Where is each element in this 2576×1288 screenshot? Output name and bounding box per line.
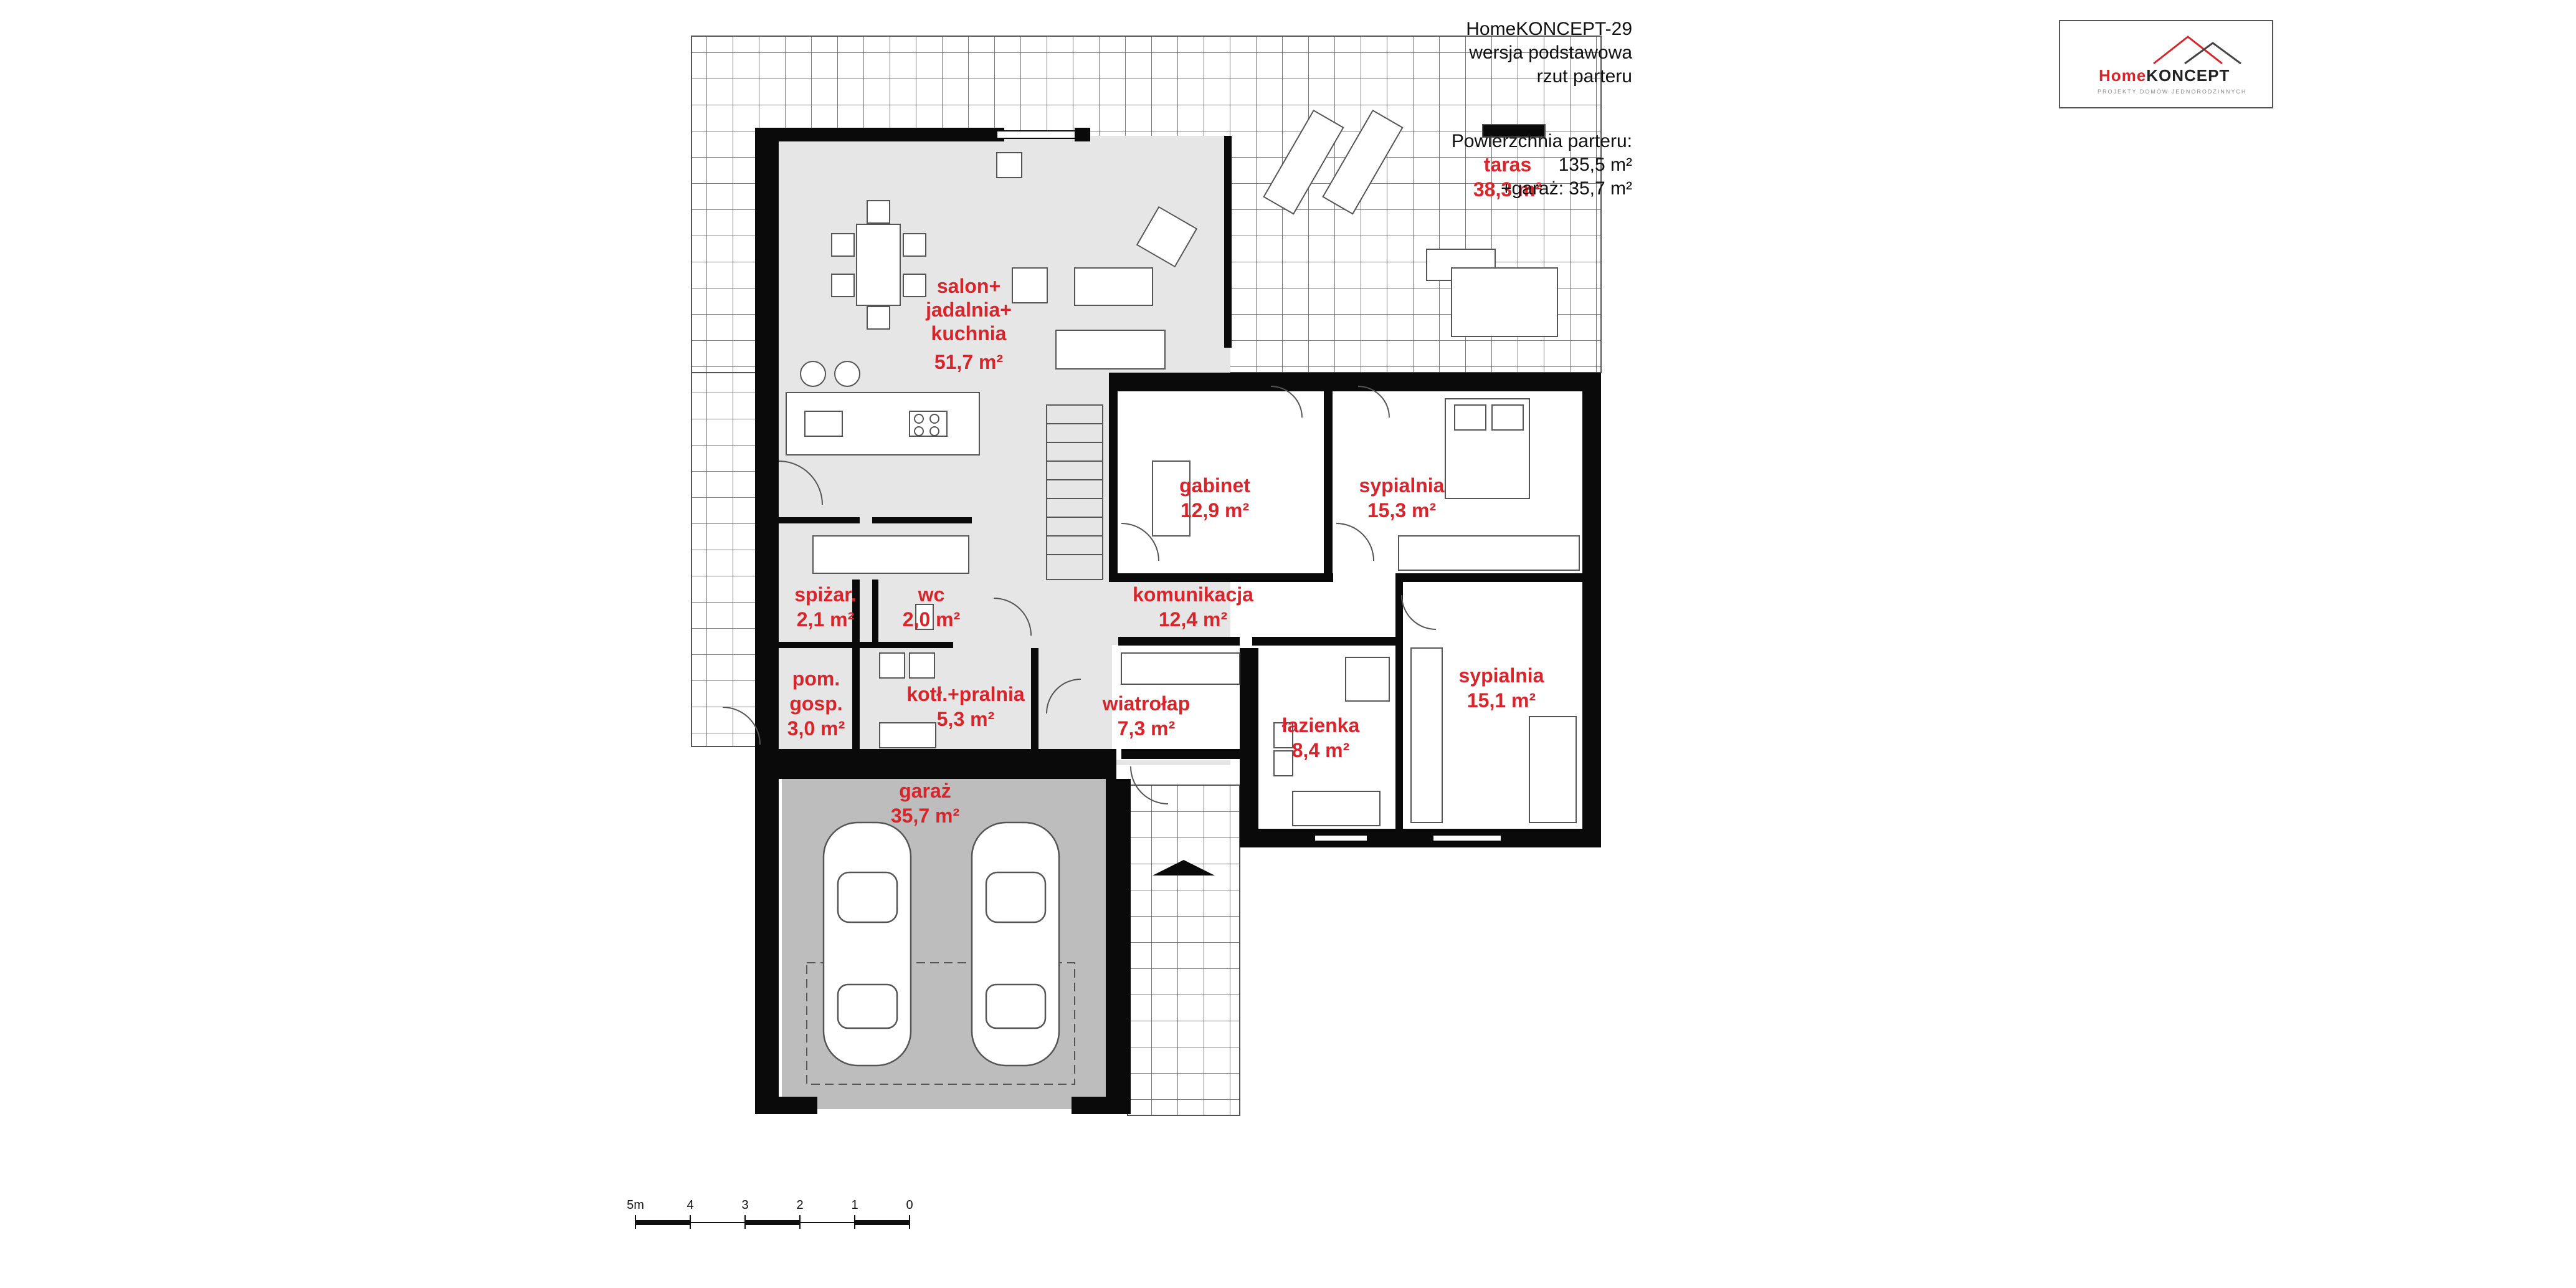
window	[996, 130, 1076, 139]
room-wiatrolap-area: 7,3 m²	[1118, 717, 1175, 740]
room-salon-area: 51,7 m²	[934, 351, 1003, 373]
terrace-furniture	[1263, 109, 1558, 337]
scale-bar	[635, 1215, 910, 1229]
project-name: HomeKONCEPT-29	[1466, 19, 1632, 39]
room-sypialnia2-name: sypialnia	[1459, 664, 1544, 687]
logo-subtitle: PROJEKTY DOMÓW JEDNORODZINNYCH	[2098, 88, 2247, 95]
scale-tick-3: 3	[741, 1198, 748, 1212]
room-garaz-name: garaż	[899, 780, 951, 802]
room-sypialnia2-area: 15,1 m²	[1467, 689, 1536, 712]
project-version: wersja podstawowa	[1469, 42, 1632, 63]
room-gabinet-area: 12,9 m²	[1181, 499, 1249, 522]
living-room-furniture	[800, 152, 1198, 387]
room-taras-name: taras	[1484, 153, 1532, 176]
room-wc-area: 2,0 m²	[903, 608, 960, 631]
room-komunikacja-area: 12,4 m²	[1159, 608, 1227, 631]
entrance-paving	[1127, 785, 1240, 1116]
walls	[755, 128, 1601, 1114]
left-paving	[691, 372, 761, 747]
entrance-arrow-icon	[1153, 860, 1215, 875]
window	[1432, 834, 1502, 842]
car-icon	[822, 821, 912, 1067]
window	[1314, 834, 1368, 842]
room-taras-area: 38,3 m²	[1473, 178, 1542, 201]
scale-tick-5: 5m	[627, 1198, 644, 1212]
room-kotlownia-name: kotł.+pralnia	[906, 683, 1025, 705]
room-gabinet-name: gabinet	[1179, 474, 1250, 497]
drawing-name: rzut parteru	[1536, 66, 1632, 87]
title-block: HomeKONCEPT-29 wersja podstawowa rzut pa…	[1466, 17, 1632, 88]
room-pomgosp-line1: pom.	[792, 667, 840, 690]
scale-tick-4: 4	[687, 1198, 693, 1212]
car-icon	[971, 821, 1060, 1067]
door-swings	[722, 386, 1437, 804]
area-label: Powierzchnia parteru:	[1451, 131, 1632, 151]
area-summary: Powierzchnia parteru: 135,5 m² +garaż: 3…	[1452, 130, 1632, 201]
room-lazienka-area: 8,4 m²	[1292, 739, 1349, 761]
room-sypialnia1-name: sypialnia	[1359, 474, 1445, 497]
logo-main: KONCEPT	[2146, 66, 2230, 85]
room-salon-line1: salon+	[937, 275, 1000, 297]
roof-icon	[2153, 36, 2241, 65]
room-wc-name: wc	[918, 583, 945, 606]
room-kotlownia-area: 5,3 m²	[937, 708, 994, 730]
bedroom-furniture	[1152, 398, 1580, 823]
room-sypialnia1-area: 15,3 m²	[1367, 499, 1436, 522]
room-salon-line3: kuchnia	[931, 322, 1007, 345]
room-pomgosp-line2: gosp.	[789, 692, 842, 715]
area-ground-floor: 135,5 m²	[1558, 155, 1632, 175]
bathroom-fixtures	[915, 604, 1390, 826]
kitchen-counter	[786, 392, 980, 574]
room-lazienka-name: łazienka	[1282, 714, 1360, 737]
scale-tick-0: 0	[906, 1198, 913, 1212]
room-wiatrolap-name: wiatrołap	[1102, 692, 1190, 715]
room-garaz-area: 35,7 m²	[891, 804, 959, 827]
room-spizarnia-area: 2,1 m²	[797, 608, 854, 631]
dining-set	[831, 200, 926, 330]
room-komunikacja-name: komunikacja	[1133, 583, 1253, 606]
logo-wordmark: HomeKONCEPT	[2099, 66, 2230, 85]
logo: HomeKONCEPT PROJEKTY DOMÓW JEDNORODZINNY…	[2059, 20, 2273, 108]
room-salon-line2: jadalnia+	[925, 298, 1012, 321]
area-garage: +garaż: 35,7 m²	[1501, 178, 1632, 199]
gabinet-floor	[1112, 391, 1324, 581]
room-spizarnia-name: spiżar.	[794, 583, 857, 606]
room-pomgosp-area: 3,0 m²	[787, 717, 845, 740]
garage-door-zone	[806, 962, 1075, 1085]
scale-tick-1: 1	[851, 1198, 858, 1212]
logo-accent: Home	[2099, 66, 2147, 85]
laundry-appliances	[879, 652, 1240, 748]
scale-tick-2: 2	[796, 1198, 803, 1212]
staircase	[1046, 404, 1103, 580]
